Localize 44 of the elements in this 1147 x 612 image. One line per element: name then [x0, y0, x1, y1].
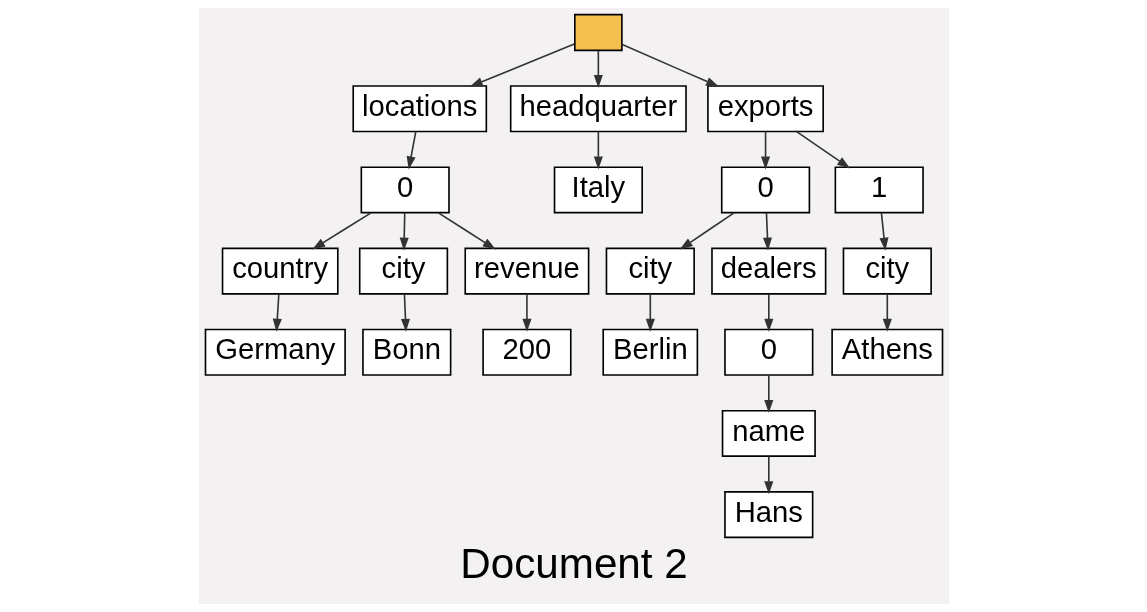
arrow: [763, 455, 773, 495]
arrow: [795, 130, 850, 169]
node-box: Italy: [553, 166, 643, 214]
node-box: Germany: [204, 328, 346, 376]
node-box: locations: [351, 85, 487, 133]
arrow: [521, 293, 531, 332]
node-box: 0: [723, 328, 813, 376]
arrow: [469, 43, 575, 87]
node-box: Bonn: [361, 328, 451, 376]
node-box: name: [721, 409, 816, 457]
node-box: dealers: [710, 247, 826, 295]
node-box: 200: [481, 328, 572, 376]
node-box: city: [842, 247, 932, 295]
node-box: revenue: [463, 247, 589, 295]
arrow: [878, 212, 889, 251]
node-box: headquarter: [509, 85, 687, 133]
caption: Document 2: [459, 539, 688, 587]
arrow: [679, 212, 735, 250]
arrow: [621, 43, 719, 87]
arrow: [763, 293, 773, 332]
arrow: [272, 293, 282, 332]
arrow: [406, 130, 417, 170]
node-box: Athens: [830, 328, 943, 376]
node-box: Berlin: [601, 328, 698, 376]
node-box: Hans: [723, 491, 813, 539]
arrow: [593, 50, 603, 88]
arrow: [593, 130, 603, 170]
arrow: [437, 212, 496, 250]
node-box: 0: [360, 166, 450, 214]
arrow: [400, 293, 410, 332]
arrow: [311, 212, 372, 250]
node-box: [573, 13, 623, 52]
arrow: [399, 212, 409, 251]
node-box: 0: [720, 166, 810, 214]
arrow: [760, 130, 770, 170]
node-box: country: [221, 247, 339, 295]
node-box: exports: [706, 85, 824, 133]
arrow: [762, 212, 772, 251]
node-box: city: [358, 247, 448, 295]
node-box: 1: [834, 166, 924, 214]
arrow: [763, 374, 773, 413]
arrow: [882, 293, 892, 332]
node-box: city: [605, 247, 695, 295]
arrow: [645, 293, 655, 332]
